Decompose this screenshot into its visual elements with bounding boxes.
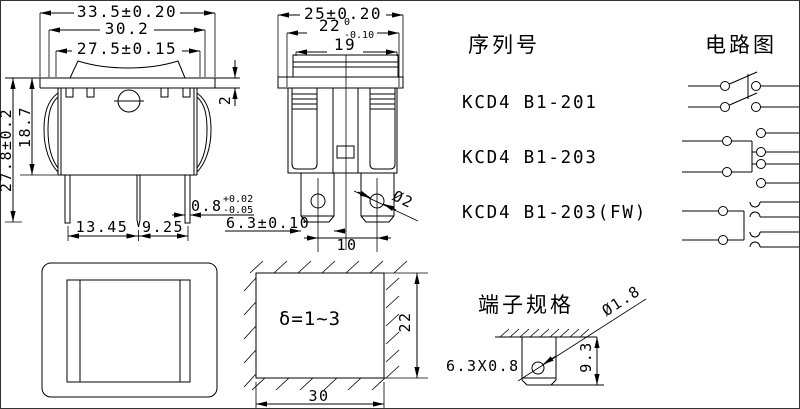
circuit-b1-203fw [682,201,799,248]
dim-side-body-width-tol-lower: -0.10 [344,30,374,41]
dim-cutout-height: 22 [396,311,414,332]
model-kcd4-b1-203fw: KCD4 B1-203(FW) [462,203,647,223]
panel-cutout-drawing: δ=1~3 22 30 [243,260,428,408]
series-heading: 序列号 [468,34,540,57]
terminal-heading: 端子规格 [478,294,574,317]
dim-pin-spacing-left: 13.45 [76,218,129,236]
dim-total-height: 27.8±0.2 [0,108,15,192]
circuit-b1-201 [688,71,799,112]
dim-inner-width: 27.5±0.15 [77,39,177,58]
dim-mid-width: 30.2 [105,19,150,38]
model-kcd4-b1-201: KCD4 B1-201 [462,93,598,113]
dim-terminal-length: 9.3 [577,341,595,373]
dim-terminal-size: 6.3X0.8 [446,357,520,375]
dim-pin-thickness: 0.8 [191,197,223,215]
terminal-spec-drawing: 端子规格 Ø1.8 6.3X0.8 9.3 [446,282,647,386]
circuit-b1-203 [682,128,799,188]
circuit-heading: 电路图 [705,34,777,57]
circuit-diagrams: 电路图 [682,34,799,248]
dim-cutout-width: 30 [308,387,329,405]
dim-body-height: 18.7 [16,106,34,148]
side-view-drawing: 25±0.20 22 0 -0.10 19 [225,4,419,254]
dim-pin-thickness-tol-minus: -0.05 [223,205,253,216]
terminal-spec-hole [531,361,545,375]
dim-terminal-hole-dia: Ø1.8 [599,282,644,320]
dim-tab-pitch: 10 [336,236,357,254]
dim-side-body-width-tol-upper: 0 [344,17,350,28]
front-view-drawing: 33.5±0.20 30.2 27.5±0.15 [0,2,254,241]
dim-pin-thickness-tol-plus: +0.02 [223,194,253,205]
panel-thickness-note: δ=1~3 [279,308,341,330]
series-list: 序列号 KCD4 B1-201 KCD4 B1-203 KCD4 B1-203(… [462,34,647,223]
dim-flange-thickness: 2 [216,95,234,106]
dim-side-body-width: 22 [319,16,341,35]
dim-tab-width: 6.3±0.10 [226,214,310,232]
dim-overall-width: 33.5±0.20 [77,2,177,21]
dim-rocker-width: 19 [334,35,356,54]
dim-side-overall-width: 25±0.20 [304,4,382,23]
model-kcd4-b1-203: KCD4 B1-203 [462,148,598,168]
bezel-top-view-drawing [41,262,218,398]
dim-pin-spacing-right: 9.25 [142,218,184,236]
